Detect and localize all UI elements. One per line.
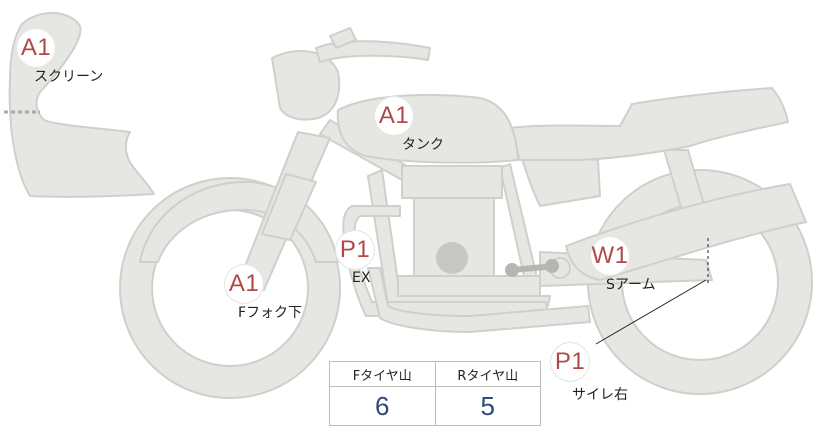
fork-tube — [261, 173, 317, 241]
rear-tread-value: 5 — [434, 386, 541, 426]
front-tread-header: Fタイヤ山 — [329, 361, 436, 387]
engine-upper — [401, 165, 503, 199]
headlight — [271, 50, 341, 121]
tire-tread-table: Fタイヤ山 Rタイヤ山 6 5 — [329, 361, 541, 426]
front-tread-value: 6 — [329, 386, 436, 426]
rear-tread-header: Rタイヤ山 — [434, 361, 541, 387]
part-label-swingarm: Sアーム — [606, 277, 656, 293]
pointer-line-muffler — [595, 279, 707, 345]
grade-badge-screen: A1 — [16, 28, 56, 68]
seat — [509, 87, 789, 161]
part-label-exhaust: EX — [352, 270, 371, 286]
grade-badge-exhaust: P1 — [335, 230, 375, 270]
grade-badge-swingarm: W1 — [590, 236, 630, 276]
engine-cover — [436, 242, 468, 274]
grade-badge-tank: A1 — [374, 96, 414, 136]
exhaust-pipe-lower — [367, 267, 591, 333]
engine-case — [397, 275, 541, 297]
part-label-tank: タンク — [402, 137, 444, 153]
footpeg-right — [545, 259, 559, 273]
part-label-muffler: サイレ右 — [572, 387, 628, 403]
part-label-fork: Fフォク下 — [238, 305, 303, 321]
part-label-screen: スクリーン — [34, 69, 104, 85]
grade-badge-fork: A1 — [224, 264, 264, 304]
exhaust-pipe-upper — [342, 205, 549, 317]
mirror-stem — [329, 27, 357, 49]
footpeg-left — [505, 263, 519, 277]
grade-badge-muffler: P1 — [550, 342, 590, 382]
